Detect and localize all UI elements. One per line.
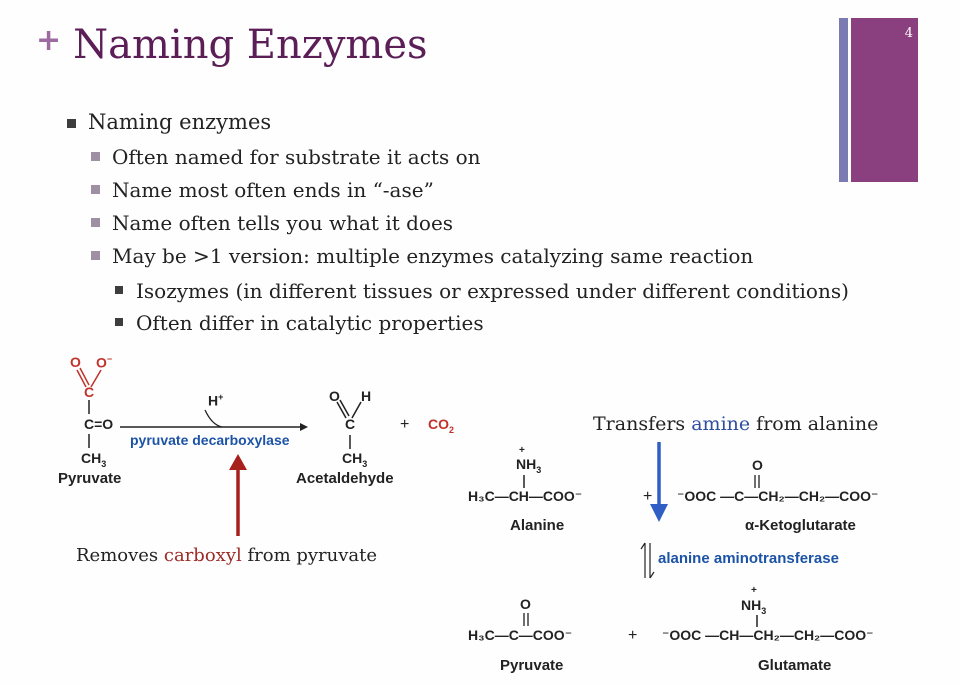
plus-sign: +: [643, 488, 653, 505]
ketoglutarate-structure: ⁻OOC —C—CH₂—CH₂—COO⁻: [677, 488, 879, 504]
page-number: 4: [904, 26, 913, 41]
bullet-square-icon: [115, 286, 123, 294]
charge-plus: +: [751, 585, 757, 596]
bullet-square-icon: [91, 152, 100, 161]
pyruvate-structure: H₃C—C—COO⁻: [468, 627, 573, 643]
pyruvate-label-bottom: Pyruvate: [500, 657, 564, 674]
plus-sign: +: [628, 627, 638, 644]
bullet-square-icon: [91, 218, 100, 227]
amine-label: NH3: [516, 456, 542, 475]
accent-box: [851, 18, 918, 182]
pyruvate-label: Pyruvate: [58, 470, 122, 487]
alanine-structure: H₃C—CH—COO⁻: [468, 488, 583, 504]
bond-line: [339, 399, 350, 417]
bond-line: [76, 369, 87, 388]
charge-plus: +: [519, 445, 525, 456]
carbon-label: C: [345, 416, 356, 432]
methyl-label: CH3: [342, 450, 368, 469]
blue-arrowhead: [650, 504, 668, 522]
h-plus-curve: [204, 409, 223, 428]
bullet-l2: Often named for substrate it acts on: [91, 145, 481, 169]
glutamate-label: Glutamate: [758, 657, 832, 674]
amine-label: NH3: [741, 597, 767, 616]
oxygen-label: O: [70, 354, 81, 370]
bond-line: [90, 369, 102, 388]
alanine-label: Alanine: [510, 517, 565, 534]
oxygen-label: O: [752, 457, 763, 473]
oxygen-label: O−: [96, 354, 113, 371]
bullet-square-icon: [67, 119, 76, 128]
bullet-l3: Isozymes (in different tissues or expres…: [115, 279, 849, 303]
bond-line: [336, 401, 347, 419]
bullet-l2: Name often tells you what it does: [91, 211, 453, 235]
bullet-l3: Often differ in catalytic properties: [115, 311, 484, 335]
accent-bar: [839, 18, 848, 182]
carbonyl-label: C=O: [84, 416, 114, 432]
bullet-l1: Naming enzymes: [67, 110, 271, 134]
glutamate-structure: ⁻OOC —CH—CH₂—CH₂—COO⁻: [662, 627, 874, 643]
co2-label: CO2: [428, 416, 455, 435]
enzyme-label-decarboxylase: pyruvate decarboxylase: [130, 432, 290, 448]
hydrogen-label: H: [361, 388, 372, 404]
bullet-square-icon: [91, 251, 100, 260]
title-text: Naming Enzymes: [73, 22, 428, 68]
plus-icon: +: [36, 23, 62, 58]
note-removes-carboxyl: Removes carboxyl from pyruvate: [76, 545, 378, 566]
slide-title: + Naming Enzymes: [36, 22, 428, 68]
bond-line: [79, 367, 90, 386]
bullet-square-icon: [115, 318, 123, 326]
oxygen-label: O: [329, 388, 340, 404]
bullet-l2: Name most often ends in “-ase”: [91, 178, 434, 202]
oxygen-label: O: [520, 596, 531, 612]
carbon-label: C: [84, 384, 95, 400]
arrowhead: [300, 423, 308, 431]
h-plus-label: H+: [208, 392, 224, 409]
ketoglutarate-label: α-Ketoglutarate: [745, 517, 856, 534]
plus-sign: +: [400, 416, 410, 433]
bond-line: [351, 401, 362, 419]
methyl-label: CH3: [81, 450, 107, 469]
red-arrowhead: [229, 454, 247, 470]
note-transfers-amine: Transfers amine from alanine: [593, 413, 879, 435]
bullet-square-icon: [91, 185, 100, 194]
acetaldehyde-label: Acetaldehyde: [296, 470, 394, 487]
enzyme-label-aminotransferase: alanine aminotransferase: [658, 550, 839, 567]
bullet-l2: May be >1 version: multiple enzymes cata…: [91, 244, 753, 268]
